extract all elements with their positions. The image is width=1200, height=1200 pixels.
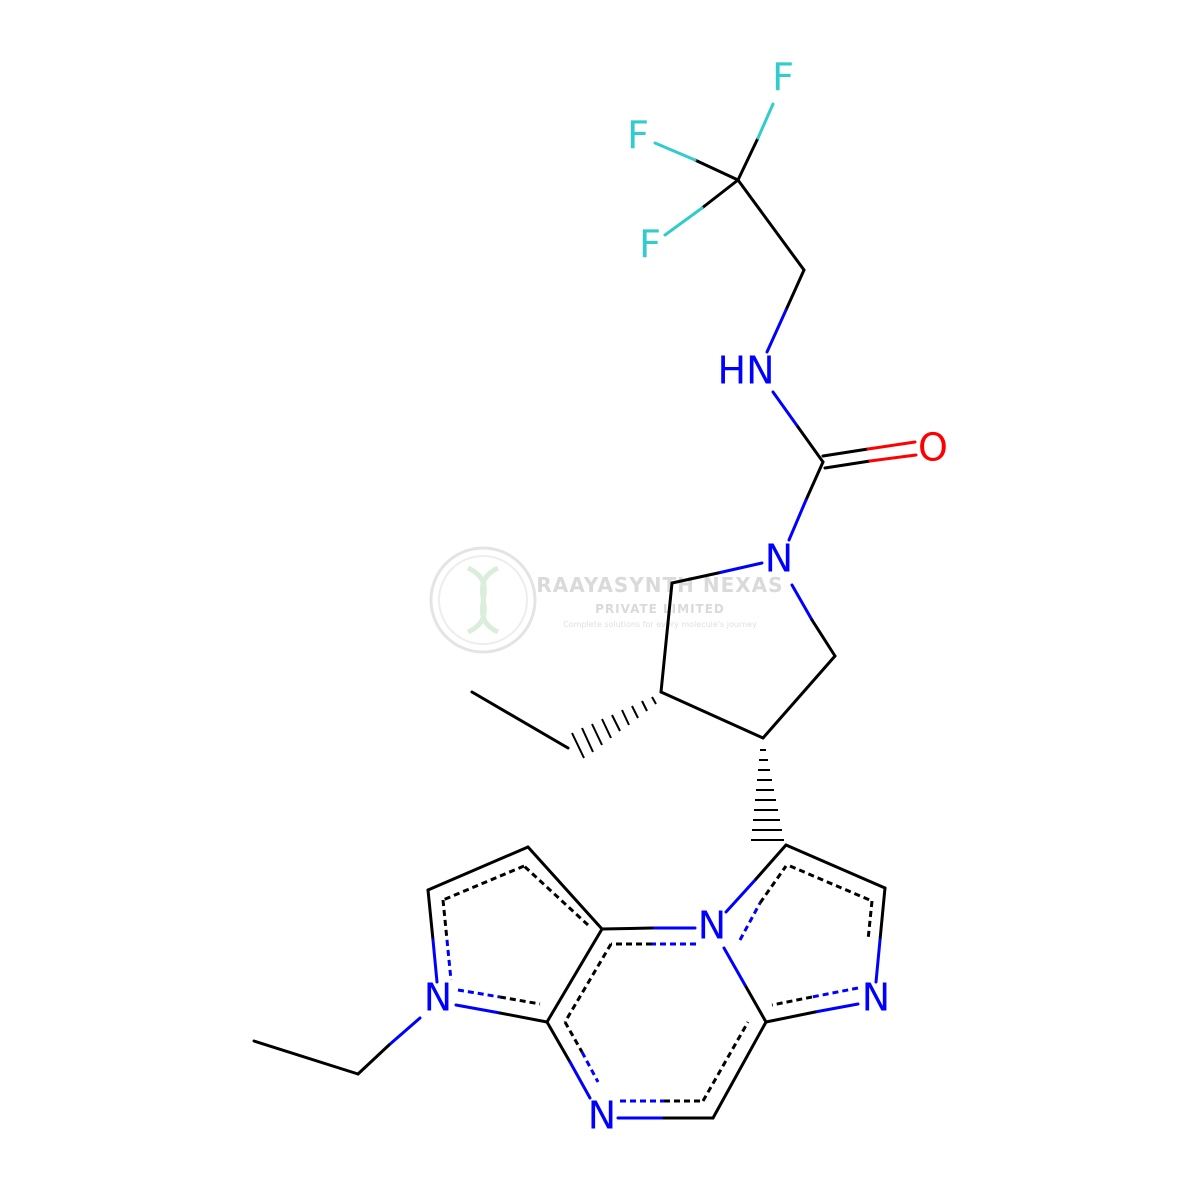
bond-c3-c4 — [659, 690, 765, 740]
arom-pyz-5 — [701, 1021, 750, 1102]
bond-cfuse2-npyz-n — [568, 1060, 592, 1100]
stereo-bonds — [571, 696, 784, 841]
hash-wedge-c4-imidazole — [751, 749, 784, 841]
bond-npyr-c2-c — [670, 571, 720, 585]
bond-carbonyl-o2-o — [868, 453, 918, 463]
bond-carbonyl-o2 — [823, 459, 872, 470]
bond-c-f3-f — [663, 206, 704, 237]
arom-pyr-3n — [445, 939, 453, 981]
atom-n-bridge: N — [698, 904, 726, 948]
arom-imid-2 — [866, 900, 874, 941]
hash-wedge-c3-ethyl — [571, 696, 657, 759]
bond-npyrrole-cfuse2-c — [498, 1011, 549, 1024]
atom-n-pyrrolidine: N — [765, 537, 793, 581]
bond-cf3-ch2 — [736, 178, 806, 272]
bond-carbonyl-o1-o — [866, 440, 917, 451]
bond-carbonyl-npyr-n — [787, 498, 808, 542]
bond-ch-nimid — [878, 886, 887, 942]
arom-imid-3c — [771, 995, 813, 1007]
bond-c-f2-f — [653, 141, 697, 162]
bond-ch-nimid-n — [874, 938, 882, 984]
watermark-logo-ring-inner — [438, 555, 528, 645]
bond-ch2-nh-n — [765, 308, 788, 354]
bond-c2-c3 — [659, 581, 674, 694]
bond-npyr-c2 — [716, 561, 764, 575]
bond-nimid-cjunc — [813, 1002, 860, 1014]
atom-labels: F F F HN O N N N N N — [424, 56, 948, 1138]
bond-npyr-c5 — [790, 583, 814, 622]
arom-pyr-2 — [442, 864, 525, 902]
bond-c-f3 — [700, 178, 740, 210]
atom-f2: F — [627, 114, 649, 158]
bond-ch-b-npyrrole-n — [431, 938, 439, 984]
bonds — [252, 102, 918, 1120]
bond-npyrrole-cfuse2 — [454, 1003, 502, 1015]
bond-npyrrole-ch2-c — [356, 1043, 391, 1076]
atom-n-imidazole: N — [862, 976, 890, 1020]
arom-pyz-2 — [563, 943, 613, 1023]
bond-nh-carbonyl — [771, 390, 800, 429]
arom-pyz-3n — [580, 1051, 600, 1083]
bond-nh-carbonyl-c — [796, 425, 825, 464]
bond-ch-a-ch-b — [426, 845, 530, 892]
atom-n-pyrazine: N — [588, 1094, 616, 1138]
bond-ch-b-npyrrole — [426, 888, 435, 942]
bond-ch-cjunc — [711, 1020, 768, 1120]
aromatic-bonds — [441, 864, 874, 1103]
arom-pyr-4 — [457, 988, 501, 999]
bond-cfuse2-npyz — [545, 1020, 572, 1064]
bond-cimid-ch — [784, 843, 887, 890]
bond-c-f1 — [736, 136, 760, 182]
atom-f3: F — [639, 223, 661, 267]
bond-npyr-c5-c — [810, 618, 837, 658]
watermark-subtitle: PRIVATE LIMITED — [595, 602, 725, 616]
arom-pyz-3 — [563, 1021, 584, 1053]
bond-npyrrole-ch2 — [387, 1016, 422, 1047]
bond-ethyl2-ch2-ch3 — [252, 1039, 360, 1076]
watermark-company: RAAYASYNTH NEXAS — [536, 573, 783, 597]
atom-f1: F — [772, 56, 794, 100]
watermark-dna-icon — [466, 565, 500, 635]
bond-c5-c4 — [761, 654, 837, 740]
watermark-tagline: Complete solutions for every molecule's … — [563, 620, 757, 629]
bond-cfuse-cfuse2 — [545, 927, 604, 1024]
arom-imid-3 — [811, 986, 859, 999]
bond-carbonyl-o1 — [821, 447, 870, 458]
bond-c-f2 — [693, 158, 740, 182]
arom-imid-1 — [789, 864, 873, 903]
atom-o: O — [918, 426, 948, 470]
arom-imid-4 — [738, 902, 762, 941]
bond-carbonyl-npyr — [804, 460, 825, 502]
watermark-logo-ring — [429, 546, 537, 654]
bond-nbridge-cfuse-c — [600, 926, 654, 931]
watermark: RAAYASYNTH NEXAS PRIVATE LIMITED Complet… — [429, 546, 783, 654]
bond-ch2-nh — [784, 268, 806, 312]
arom-imid-4c — [758, 865, 788, 904]
bond-c-f1-f — [756, 102, 775, 140]
arom-pyr-4c — [499, 995, 541, 1006]
bond-cfuse-ch-a — [526, 845, 604, 931]
atom-nh: HN — [718, 349, 775, 393]
bond-cjunc-nbridge — [743, 983, 768, 1024]
bond-ethyl-ch2-ch3 — [470, 690, 570, 750]
bond-cjunc-nbridge-n — [722, 946, 747, 987]
arom-pyr-3 — [441, 899, 449, 941]
bond-nbridge-cimid — [724, 877, 758, 914]
bond-nbridge-cimid-c — [754, 843, 788, 881]
atom-n-pyrrole: N — [424, 976, 452, 1020]
arom-pyr-1 — [522, 864, 590, 927]
bond-nimid-cjunc-c — [764, 1010, 817, 1024]
